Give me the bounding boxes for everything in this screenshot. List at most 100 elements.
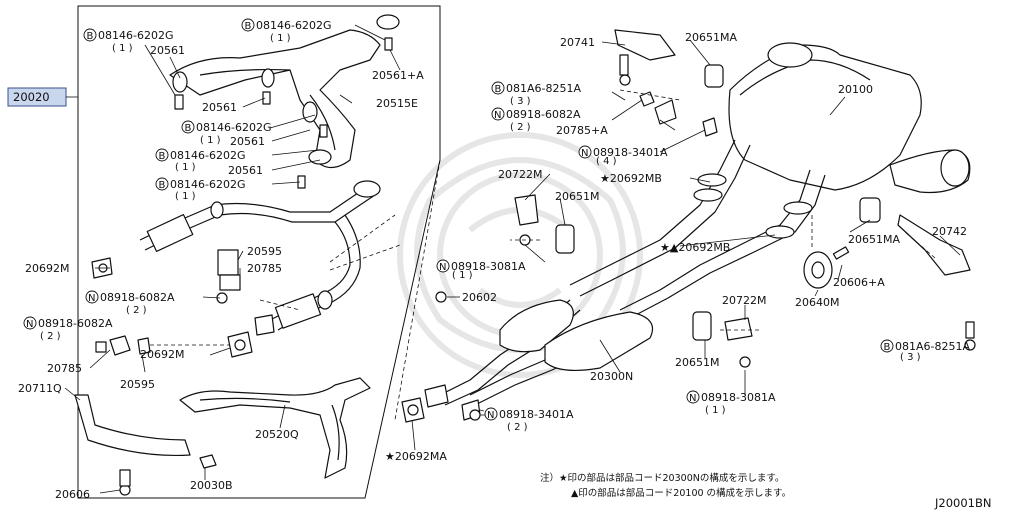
svg-text:B: B <box>245 21 252 32</box>
part-label: 08918-6082A <box>38 317 113 330</box>
svg-text:N: N <box>487 410 494 421</box>
part-label: 20030B <box>190 479 233 492</box>
svg-text:N: N <box>26 319 33 330</box>
part-label: 08918-3401A <box>499 408 574 421</box>
svg-text:( 2 ): ( 2 ) <box>40 331 61 342</box>
svg-text:( 1 ): ( 1 ) <box>175 191 196 202</box>
part-label: 20651MA <box>685 31 737 44</box>
part-label: 20722M <box>498 168 542 181</box>
part-label: 20692M <box>140 348 184 361</box>
gasket-20692ma[interactable] <box>401 397 425 423</box>
muffler-inlet-pipes[interactable] <box>569 139 826 319</box>
svg-text:B: B <box>159 151 166 162</box>
front-pipe-assembly[interactable] <box>139 180 381 331</box>
svg-text:( 1 ): ( 1 ) <box>112 43 133 54</box>
svg-text:( 1 ): ( 1 ) <box>200 135 221 146</box>
part-label: 20300N <box>590 370 633 383</box>
part-label: 08146-6202G <box>256 19 331 32</box>
clamp-parts-front[interactable] <box>172 14 400 189</box>
svg-text:( 4 ): ( 4 ) <box>596 156 617 167</box>
part-label: 08918-3081A <box>701 391 776 404</box>
part-label: 20692M <box>25 262 69 275</box>
svg-text:N: N <box>689 393 696 404</box>
part-label: 08918-6082A <box>506 108 581 121</box>
part-label: 08918-3081A <box>451 260 526 273</box>
part-label: ★▲20692MB <box>660 241 730 254</box>
part-label: 20640M <box>795 296 839 309</box>
part-label: 08146-6202G <box>170 178 245 191</box>
part-label: 20741 <box>560 36 595 49</box>
svg-text:( 3 ): ( 3 ) <box>900 352 921 363</box>
svg-text:N: N <box>494 110 501 121</box>
assembly-frame <box>77 5 441 499</box>
part-label: 20651M <box>555 190 599 203</box>
part-label: 08146-6202G <box>196 121 271 134</box>
part-label: 20100 <box>838 83 873 96</box>
assembly-code-box[interactable]: 20020 <box>7 87 67 107</box>
part-label: 20595 <box>247 245 282 258</box>
bracket-20595-a[interactable] <box>216 249 241 304</box>
part-label: ★20692MB <box>600 172 662 185</box>
svg-text:( 2 ): ( 2 ) <box>507 422 528 433</box>
part-label: 20520Q <box>255 428 299 441</box>
svg-text:( 1 ): ( 1 ) <box>175 162 196 173</box>
svg-text:N: N <box>439 262 446 273</box>
part-label: 20651MA <box>848 233 900 246</box>
svg-text:B: B <box>884 342 891 353</box>
diagram-id: J20001BN <box>934 496 991 510</box>
frame-dash-line <box>394 159 441 421</box>
small-parts-right[interactable] <box>435 91 718 421</box>
part-label: 20651M <box>675 356 719 369</box>
part-label: 20742 <box>932 225 967 238</box>
rear-y-pipe-20520q[interactable] <box>179 377 371 479</box>
bracket-20595-b[interactable] <box>95 335 151 356</box>
svg-text:B: B <box>495 84 502 95</box>
main-muffler-20100[interactable] <box>728 42 971 194</box>
mount-20651ma-a[interactable] <box>614 29 724 88</box>
part-label: 20722M <box>722 294 766 307</box>
part-label: 20561 <box>150 44 185 57</box>
svg-text:B: B <box>185 123 192 134</box>
svg-text:( 2 ): ( 2 ) <box>126 305 147 316</box>
part-label: 20561 <box>228 164 263 177</box>
part-label: 08146-6202G <box>170 149 245 162</box>
nut-20030b[interactable] <box>199 454 217 469</box>
bracket-20711q[interactable] <box>74 394 191 496</box>
part-label: 20785 <box>247 262 282 275</box>
center-pipe-20300n[interactable] <box>424 299 654 421</box>
note-line-1: 注）★印の部品は部品コード20300Nの構成を示します。 <box>540 472 784 484</box>
mount-20651ma-b[interactable] <box>859 197 976 351</box>
part-label: 08146-6202G <box>98 29 173 42</box>
svg-text:B: B <box>159 180 166 191</box>
part-label: 20785 <box>47 362 82 375</box>
assembly-code: 20020 <box>13 90 50 104</box>
part-label: 20785+A <box>556 124 608 137</box>
leader-lines <box>64 24 961 494</box>
svg-text:B: B <box>87 31 94 42</box>
svg-text:N: N <box>88 293 95 304</box>
mount-20640m[interactable] <box>803 246 850 289</box>
front-y-pipe-20515e[interactable] <box>169 29 381 169</box>
part-label: 20606 <box>55 488 90 501</box>
svg-text:( 1 ): ( 1 ) <box>270 33 291 44</box>
part-label: 081A6-8251A <box>506 82 581 95</box>
part-label: 08918-6082A <box>100 291 175 304</box>
part-label: 20595 <box>120 378 155 391</box>
part-label: 20561+A <box>372 69 424 82</box>
svg-text:( 3 ): ( 3 ) <box>510 96 531 107</box>
part-label: 20561 <box>230 135 265 148</box>
part-label: 08918-3401A <box>593 146 668 159</box>
mount-20651m-a[interactable] <box>514 194 575 254</box>
part-label: 081A6-8251A <box>895 340 970 353</box>
part-label: ★20692MA <box>385 450 447 463</box>
part-label: 20515E <box>376 97 418 110</box>
label-group-left: B 08146-6202G ( 1 ) 20561 B 08146-6202G … <box>18 18 497 501</box>
note-line-2: ▲印の部品は部品コード20100 の構成を示します。 <box>571 487 791 499</box>
svg-text:( 1 ): ( 1 ) <box>452 270 473 281</box>
mount-20651m-b[interactable] <box>692 311 753 368</box>
part-label: 20711Q <box>18 382 62 395</box>
svg-text:N: N <box>581 148 588 159</box>
svg-text:( 2 ): ( 2 ) <box>510 122 531 133</box>
